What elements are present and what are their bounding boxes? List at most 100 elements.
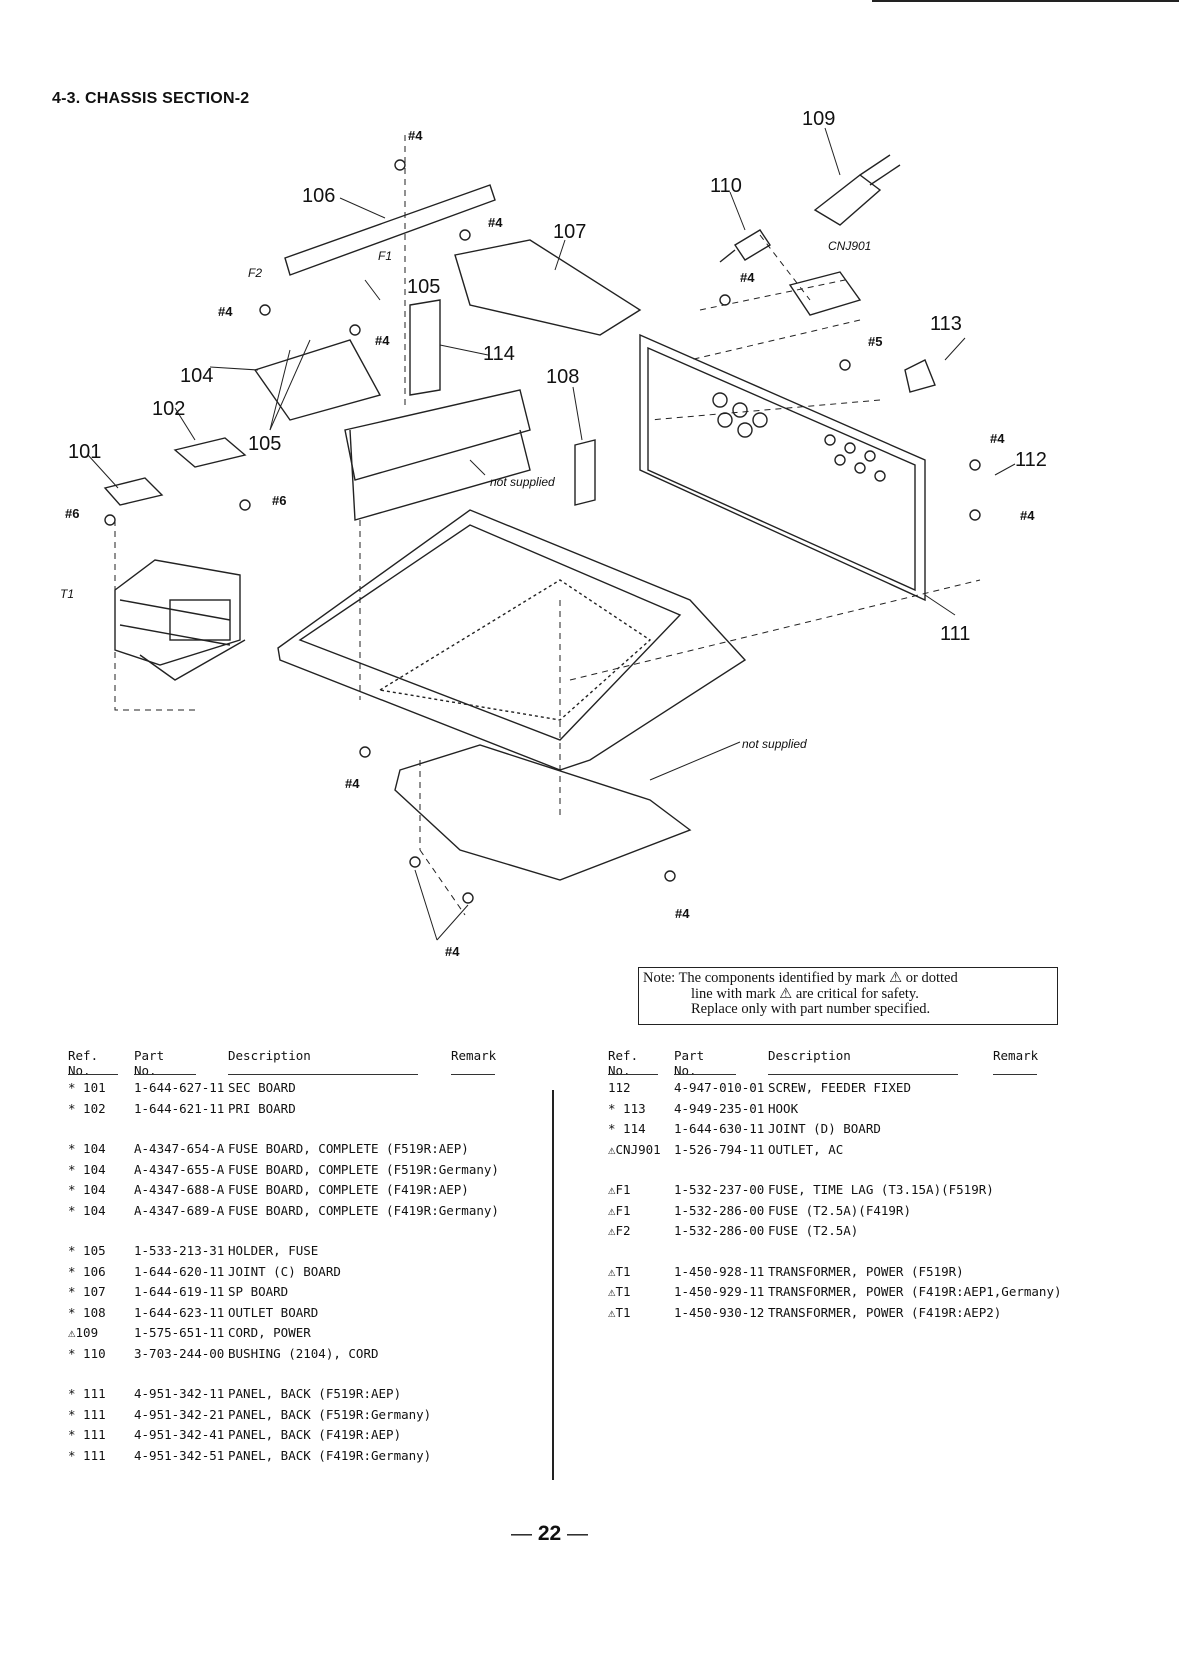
description: PANEL, BACK (F419R:Germany) [228, 1447, 432, 1463]
screw-group [104, 159, 981, 904]
board-114 [409, 299, 441, 396]
ref-no: ⚠T1 [608, 1263, 631, 1279]
ref-no: * 111 [68, 1406, 106, 1422]
ref-no: * 105 [68, 1243, 106, 1258]
description: FUSE (T2.5A) [768, 1223, 859, 1238]
callout-108: 108 [546, 366, 579, 388]
screw-label-4: #4 [488, 215, 503, 230]
callout-105-bottom: 105 [248, 433, 281, 455]
ref-no: * 113 [608, 1100, 646, 1116]
ref-no: ⚠T1 [608, 1304, 631, 1320]
header-remark: Remark [993, 1048, 1039, 1063]
part-no: 4-951-342-21 [134, 1406, 225, 1422]
back-panel-111 [639, 333, 926, 602]
part-no: 4-951-342-51 [134, 1447, 225, 1463]
ref-no: 112 [608, 1080, 631, 1095]
board-102 [173, 437, 247, 468]
ref-no: * 104 [68, 1161, 106, 1177]
callout-105-top: 105 [407, 276, 440, 298]
description: PANEL, BACK (F419R:AEP) [228, 1427, 402, 1442]
ref-no: ⚠F1 [608, 1182, 631, 1197]
description: FUSE BOARD, COMPLETE (F419R:Germany) [228, 1202, 499, 1218]
chassis-base-plate [277, 509, 747, 771]
board-107 [454, 239, 642, 336]
part-no: A-4347-689-A [134, 1202, 225, 1218]
description: SCREW, FEEDER FIXED [768, 1080, 911, 1095]
part-no: 1-644-627-11 [134, 1080, 225, 1095]
ref-no: ⚠CNJ901 [608, 1141, 661, 1157]
callout-101: 101 [68, 441, 101, 463]
ref-no: ⚠109 [68, 1325, 99, 1340]
ref-no: ⚠F1 [608, 1202, 631, 1218]
screw-label-4: #4 [218, 304, 233, 319]
ref-no: * 111 [68, 1447, 106, 1463]
part-no: 1-575-651-11 [134, 1325, 225, 1340]
ref-no: * 111 [68, 1427, 106, 1442]
part-no: 4-951-342-41 [134, 1427, 225, 1442]
exploded-view-diagram: 109 110 106 107 105 113 114 104 108 102 … [60, 110, 1047, 959]
description: PANEL, BACK (F519R:AEP) [228, 1386, 402, 1401]
part-no: 3-703-244-00 [134, 1345, 225, 1361]
screw-label-4: #4 [445, 944, 460, 959]
board-106 [284, 184, 496, 276]
callout-110: 110 [710, 175, 742, 197]
description: PANEL, BACK (F519R:Germany) [228, 1406, 432, 1422]
part-no: A-4347-655-A [134, 1161, 225, 1177]
power-plug-109 [813, 174, 882, 226]
callout-104: 104 [180, 365, 213, 387]
part-no: 1-526-794-11 [674, 1141, 765, 1157]
ref-no: * 104 [68, 1202, 106, 1218]
header-remark: Remark [451, 1048, 497, 1063]
description: HOLDER, FUSE [228, 1243, 319, 1258]
description: TRANSFORMER, POWER (F419R:AEP2) [768, 1304, 1002, 1320]
top-rule [872, 0, 1179, 2]
ref-no: * 102 [68, 1100, 106, 1116]
label-f1: F1 [378, 249, 392, 263]
part-no: A-4347-654-A [134, 1141, 225, 1156]
description: BUSHING (2104), CORD [228, 1345, 379, 1361]
part-no: 1-450-928-11 [674, 1263, 765, 1279]
screw-label-4: #4 [1020, 508, 1035, 523]
column-divider [552, 1090, 554, 1480]
description: OUTLET BOARD [228, 1304, 319, 1320]
description: FUSE BOARD, COMPLETE (F519R:Germany) [228, 1161, 499, 1177]
lower-plate [394, 744, 692, 881]
part-no: 1-644-619-11 [134, 1284, 225, 1299]
board-108 [574, 439, 596, 506]
part-no: 1-644-623-11 [134, 1304, 225, 1320]
safety-note: Note: The components identified by mark … [638, 967, 1058, 1025]
ref-no: * 101 [68, 1080, 106, 1095]
description: FUSE BOARD, COMPLETE (F419R:AEP) [228, 1182, 469, 1197]
callout-102: 102 [152, 398, 185, 420]
part-no: 1-532-286-00 [674, 1223, 765, 1238]
description: TRANSFORMER, POWER (F419R:AEP1,Germany) [768, 1284, 1062, 1299]
part-no: 1-532-237-00 [674, 1182, 765, 1197]
ref-no: * 104 [68, 1141, 106, 1156]
screw-label-4: #4 [408, 128, 423, 143]
description: JOINT (C) BOARD [228, 1263, 341, 1279]
callout-111: 111 [940, 623, 970, 645]
hook-113 [904, 359, 936, 393]
ref-no: * 107 [68, 1284, 106, 1299]
callout-106: 106 [302, 185, 335, 207]
description: FUSE (T2.5A)(F419R) [768, 1202, 911, 1218]
screw-label-4: #4 [675, 906, 690, 921]
part-no: 1-533-213-31 [134, 1243, 225, 1258]
header-description: Description [228, 1048, 311, 1063]
board-104 [253, 339, 382, 421]
label-not-supplied: not supplied [742, 737, 807, 751]
part-no: 4-949-235-01 [674, 1100, 765, 1116]
callout-113: 113 [930, 313, 962, 335]
board-101 [103, 477, 164, 506]
description: FUSE BOARD, COMPLETE (F519R:AEP) [228, 1141, 469, 1156]
screw-label-4: #4 [740, 270, 755, 285]
part-no: 4-951-342-11 [134, 1386, 225, 1401]
ref-no: ⚠F2 [608, 1223, 631, 1238]
page-number: 22 [511, 1522, 588, 1546]
part-no: A-4347-688-A [134, 1182, 225, 1197]
ref-no: * 104 [68, 1182, 106, 1197]
callout-114: 114 [483, 343, 515, 365]
screw-label-4: #4 [345, 776, 360, 791]
part-no: 4-947-010-01 [674, 1080, 765, 1095]
bushing-110 [734, 229, 771, 261]
